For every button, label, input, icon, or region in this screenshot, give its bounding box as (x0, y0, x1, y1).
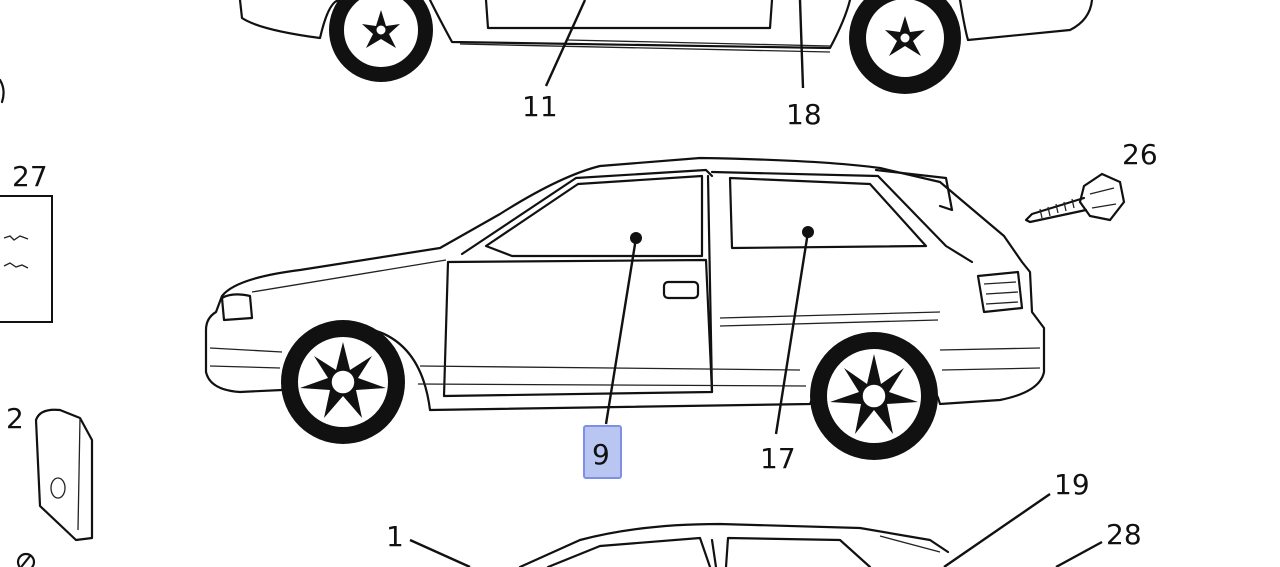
callout-18[interactable]: 18 (786, 98, 822, 131)
callout-11[interactable]: 11 (522, 90, 558, 123)
callout-9[interactable]: 9 (592, 438, 610, 471)
callout-1[interactable]: 1 (386, 520, 404, 553)
callout-28[interactable]: 28 (1106, 518, 1142, 551)
callout-17[interactable]: 17 (760, 442, 796, 475)
callout-2[interactable]: 2 (6, 402, 24, 435)
callout-19[interactable]: 19 (1054, 468, 1090, 501)
screw-part (1024, 172, 1126, 224)
main-car (204, 156, 1046, 460)
callout-26[interactable]: 26 (1122, 138, 1158, 171)
bottom-car (409, 493, 1103, 567)
callout-9-highlight (583, 425, 622, 479)
top-car (238, 0, 1094, 94)
part-2-shape (34, 408, 94, 542)
label-sticker (0, 195, 53, 323)
left-fragments (0, 78, 94, 567)
callout-27[interactable]: 27 (12, 160, 48, 193)
